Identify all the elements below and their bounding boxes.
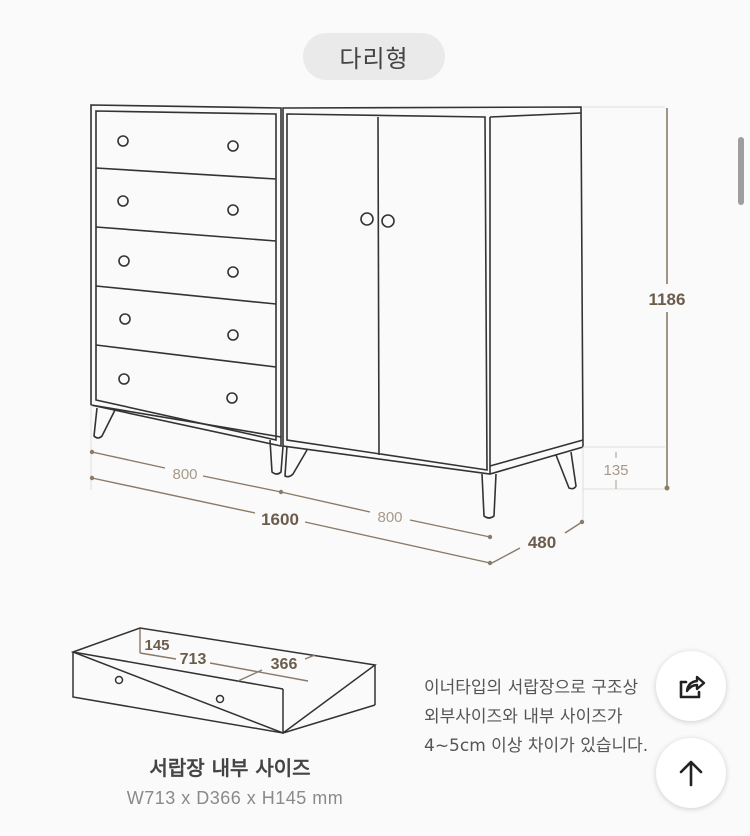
drawer-inner-size-title: 서랍장 내부 사이즈 <box>149 756 311 780</box>
description-line: 이너타입의 서랍장으로 구조상 <box>424 678 639 698</box>
description: 이너타입의 서랍장으로 구조상 외부사이즈와 내부 사이즈가 4~5cm 이상 … <box>424 674 750 761</box>
description-line: 4~5cm 이상 차이가 있습니다. <box>424 736 649 756</box>
arrow-up-icon <box>679 760 703 787</box>
leg-height-dimension: 135 <box>603 462 628 479</box>
share-button[interactable] <box>656 651 726 721</box>
drawer-inner-size-text: W713 x D366 x H145 mm <box>126 788 344 808</box>
description-line: 외부사이즈와 내부 사이즈가 <box>424 707 623 727</box>
share-icon <box>679 675 706 699</box>
drawer-depth-dimension: 366 <box>271 656 298 673</box>
scrollbar[interactable] <box>738 137 744 205</box>
drawer-height-dimension: 145 <box>144 637 169 654</box>
total-width-dimension: 1600 <box>261 510 299 529</box>
height-dimension: 1186 <box>649 290 686 309</box>
right-width-dimension: 800 <box>377 509 402 526</box>
left-width-dimension: 800 <box>172 466 197 483</box>
depth-dimension: 480 <box>528 533 556 552</box>
type-badge[interactable]: 다리형 <box>303 33 445 80</box>
scroll-to-top-button[interactable] <box>656 738 726 808</box>
drawer-width-dimension: 713 <box>180 651 207 668</box>
